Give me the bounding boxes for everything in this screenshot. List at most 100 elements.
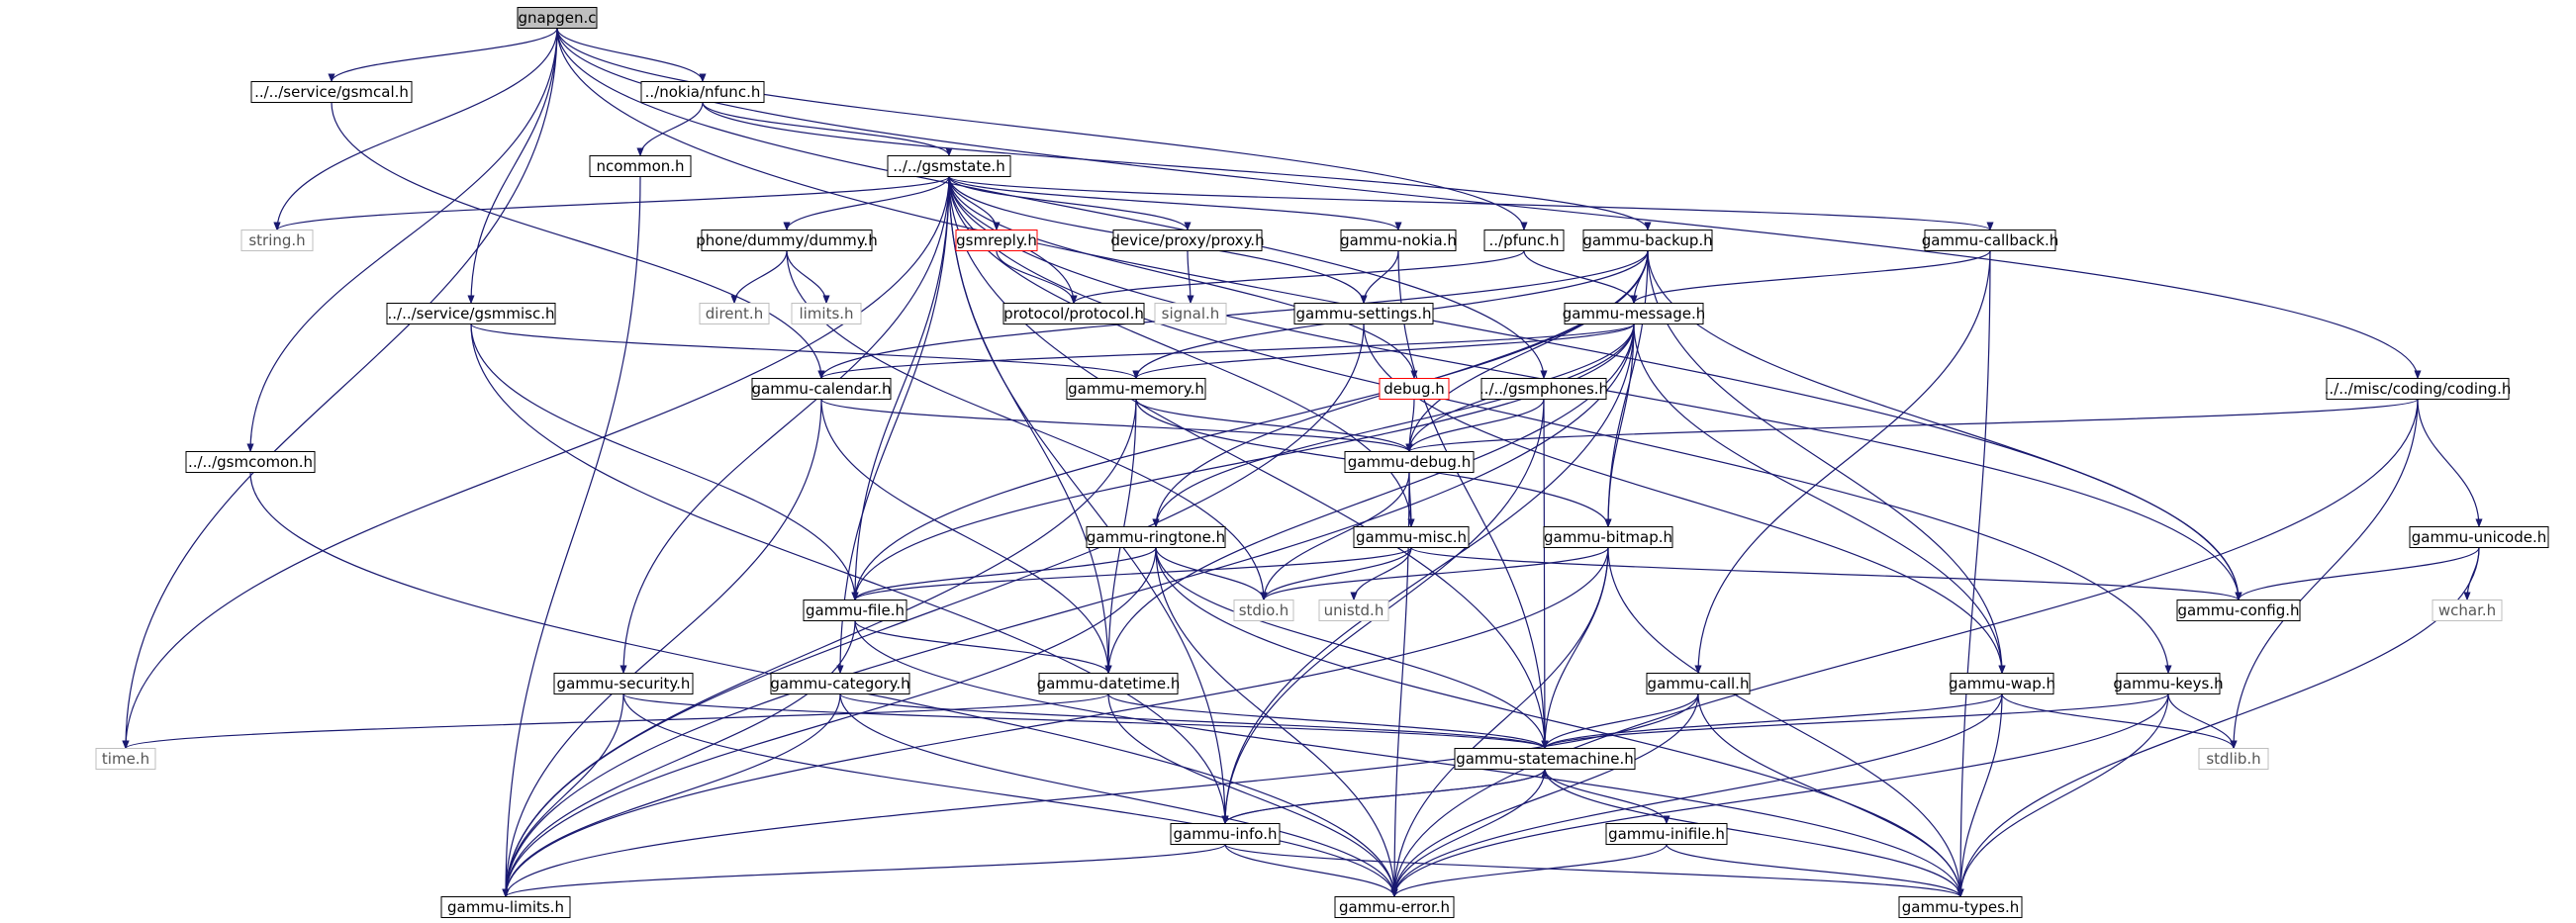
node-label: gammu-backup.h <box>1582 231 1712 249</box>
node-gbitmap[interactable]: gammu-bitmap.h <box>1543 526 1673 548</box>
node-label: gsmreply.h <box>956 231 1037 249</box>
node-protocol[interactable]: protocol/protocol.h <box>1002 303 1145 324</box>
node-gsmstate[interactable]: ../../gsmstate.h <box>887 155 1011 177</box>
node-gsmreply[interactable]: gsmreply.h <box>955 230 1038 251</box>
node-label: limits.h <box>799 305 853 323</box>
node-gkeys[interactable]: gammu-keys.h <box>2113 673 2224 694</box>
edge-gmessage-to-gcalendar <box>817 323 1635 380</box>
node-ginifile[interactable]: gammu-inifile.h <box>1605 823 1728 845</box>
node-coding[interactable]: ../../misc/coding/coding.h <box>2325 378 2512 400</box>
nodes-layer: gnapgen.c../../service/gsmcal.h../nokia/… <box>95 7 2549 918</box>
node-box <box>1483 230 1565 251</box>
node-gmisc[interactable]: gammu-misc.h <box>1353 526 1470 548</box>
edge-gcall-to-gtypes <box>1697 693 1964 898</box>
edge-gmisc-to-stdio <box>1260 547 1412 601</box>
node-gerror[interactable]: gammu-error.h <box>1334 896 1455 918</box>
node-gsmcal[interactable]: ../../service/gsmcal.h <box>250 81 413 103</box>
edge-gmisc-to-gfile <box>851 546 1412 601</box>
node-nfunc[interactable]: ../nokia/nfunc.h <box>640 81 765 103</box>
edge-gwap-to-gerror <box>1390 693 2003 898</box>
node-gsmmisc[interactable]: ../../service/gsmmisc.h <box>386 303 556 324</box>
node-gsmphones[interactable]: ../../gsmphones.h <box>1479 378 1608 400</box>
node-gconfig[interactable]: gammu-config.h <box>2176 600 2301 621</box>
node-gbackup[interactable]: gammu-backup.h <box>1582 230 1713 251</box>
node-signal: signal.h <box>1154 303 1227 324</box>
node-label: ../../gsmcomon.h <box>188 453 313 471</box>
node-label: ../nokia/nfunc.h <box>645 83 761 101</box>
edge-gbackup-to-gdebug <box>1405 250 1649 453</box>
edge-gdatetime-to-gerror <box>1107 693 1398 898</box>
node-label: gammu-call.h <box>1648 675 1750 692</box>
edge-dummy-to-limits <box>786 250 830 305</box>
node-gnokia[interactable]: gammu-nokia.h <box>1340 230 1457 251</box>
node-gdatetime[interactable]: gammu-datetime.h <box>1037 673 1181 694</box>
edge-gnokia-to-gstatemachine <box>1397 250 1549 750</box>
edge-nfunc-to-ncommon <box>636 102 704 157</box>
edge-gkeys-to-stdlib <box>2167 693 2238 750</box>
edge-gsmstate-to-gcategory <box>836 176 950 675</box>
node-box <box>1543 526 1673 548</box>
edge-gmessage-to-gringtone <box>1152 323 1635 528</box>
node-gstatemachine[interactable]: gammu-statemachine.h <box>1454 748 1636 770</box>
edge-gcall-to-glimits <box>502 693 1699 898</box>
node-gfile[interactable]: gammu-file.h <box>803 600 907 621</box>
node-gsmcomon[interactable]: ../../gsmcomon.h <box>185 451 316 473</box>
edge-gsecurity-to-glimits <box>502 693 624 898</box>
edge-gcallback-to-gcall <box>1694 250 1991 675</box>
edge-gbackup-to-gconfig <box>1647 250 2242 601</box>
node-glimits[interactable]: gammu-limits.h <box>440 896 571 918</box>
node-stdlib: stdlib.h <box>2198 748 2269 770</box>
node-gsecurity[interactable]: gammu-security.h <box>553 673 694 694</box>
node-label: gammu-datetime.h <box>1037 675 1181 692</box>
node-box <box>2326 378 2510 400</box>
node-gtypes[interactable]: gammu-types.h <box>1898 896 2023 918</box>
node-box <box>1344 451 1475 473</box>
node-label: time.h <box>102 750 149 768</box>
node-ginfo[interactable]: gammu-info.h <box>1170 823 1281 845</box>
node-gcategory[interactable]: gammu-category.h <box>770 673 910 694</box>
node-gcalendar[interactable]: gammu-calendar.h <box>751 378 892 400</box>
node-label: ../../service/gsmcal.h <box>254 83 409 101</box>
node-box <box>95 748 156 770</box>
edge-gcall-to-gstatemachine <box>1541 693 1699 750</box>
node-time: time.h <box>95 748 156 770</box>
node-label: gammu-callback.h <box>1922 231 2059 249</box>
node-debug[interactable]: debug.h <box>1379 378 1450 400</box>
edge-gringtone-to-glimits <box>502 547 1157 898</box>
node-box <box>2409 526 2549 548</box>
node-gmemory[interactable]: gammu-memory.h <box>1066 378 1206 400</box>
node-gsettings[interactable]: gammu-settings.h <box>1293 303 1434 324</box>
node-gmessage[interactable]: gammu-message.h <box>1563 303 1706 324</box>
edge-ginfo-to-gtypes <box>1224 843 1964 898</box>
node-gwap[interactable]: gammu-wap.h <box>1949 673 2055 694</box>
edge-gdatetime-to-time <box>122 692 1109 750</box>
node-box <box>553 673 694 694</box>
node-box <box>1233 600 1294 621</box>
edge-gringtone-to-gstatemachine <box>1155 547 1549 750</box>
node-ncommon[interactable]: ncommon.h <box>589 155 692 177</box>
node-box <box>1582 230 1713 251</box>
node-gunicode[interactable]: gammu-unicode.h <box>2409 526 2549 548</box>
node-unistd: unistd.h <box>1318 600 1389 621</box>
node-gcall[interactable]: gammu-call.h <box>1646 673 1751 694</box>
edge-gnapgen-to-string <box>273 28 558 231</box>
node-box <box>240 230 314 251</box>
node-box <box>887 155 1011 177</box>
node-box <box>2198 748 2269 770</box>
edge-ginfo-to-gerror <box>1224 844 1398 898</box>
node-box <box>955 230 1038 251</box>
edge-gdebug-to-stdio <box>1260 472 1410 601</box>
node-pfunc[interactable]: ../pfunc.h <box>1483 230 1565 251</box>
node-gdebug[interactable]: gammu-debug.h <box>1344 451 1475 473</box>
node-box <box>699 303 770 324</box>
node-box <box>1170 823 1281 845</box>
node-gringtone[interactable]: gammu-ringtone.h <box>1086 526 1226 548</box>
node-gcallback[interactable]: gammu-callback.h <box>1922 230 2059 251</box>
node-label: gammu-keys.h <box>2113 675 2223 692</box>
node-proxy[interactable]: device/proxy/proxy.h <box>1110 230 1265 251</box>
node-label: gammu-category.h <box>770 675 909 692</box>
edge-gstatemachine-to-gtypes <box>1544 769 1964 898</box>
node-dummy[interactable]: phone/dummy/dummy.h <box>696 230 878 251</box>
node-label: signal.h <box>1162 305 1220 323</box>
node-label: device/proxy/proxy.h <box>1110 231 1264 249</box>
